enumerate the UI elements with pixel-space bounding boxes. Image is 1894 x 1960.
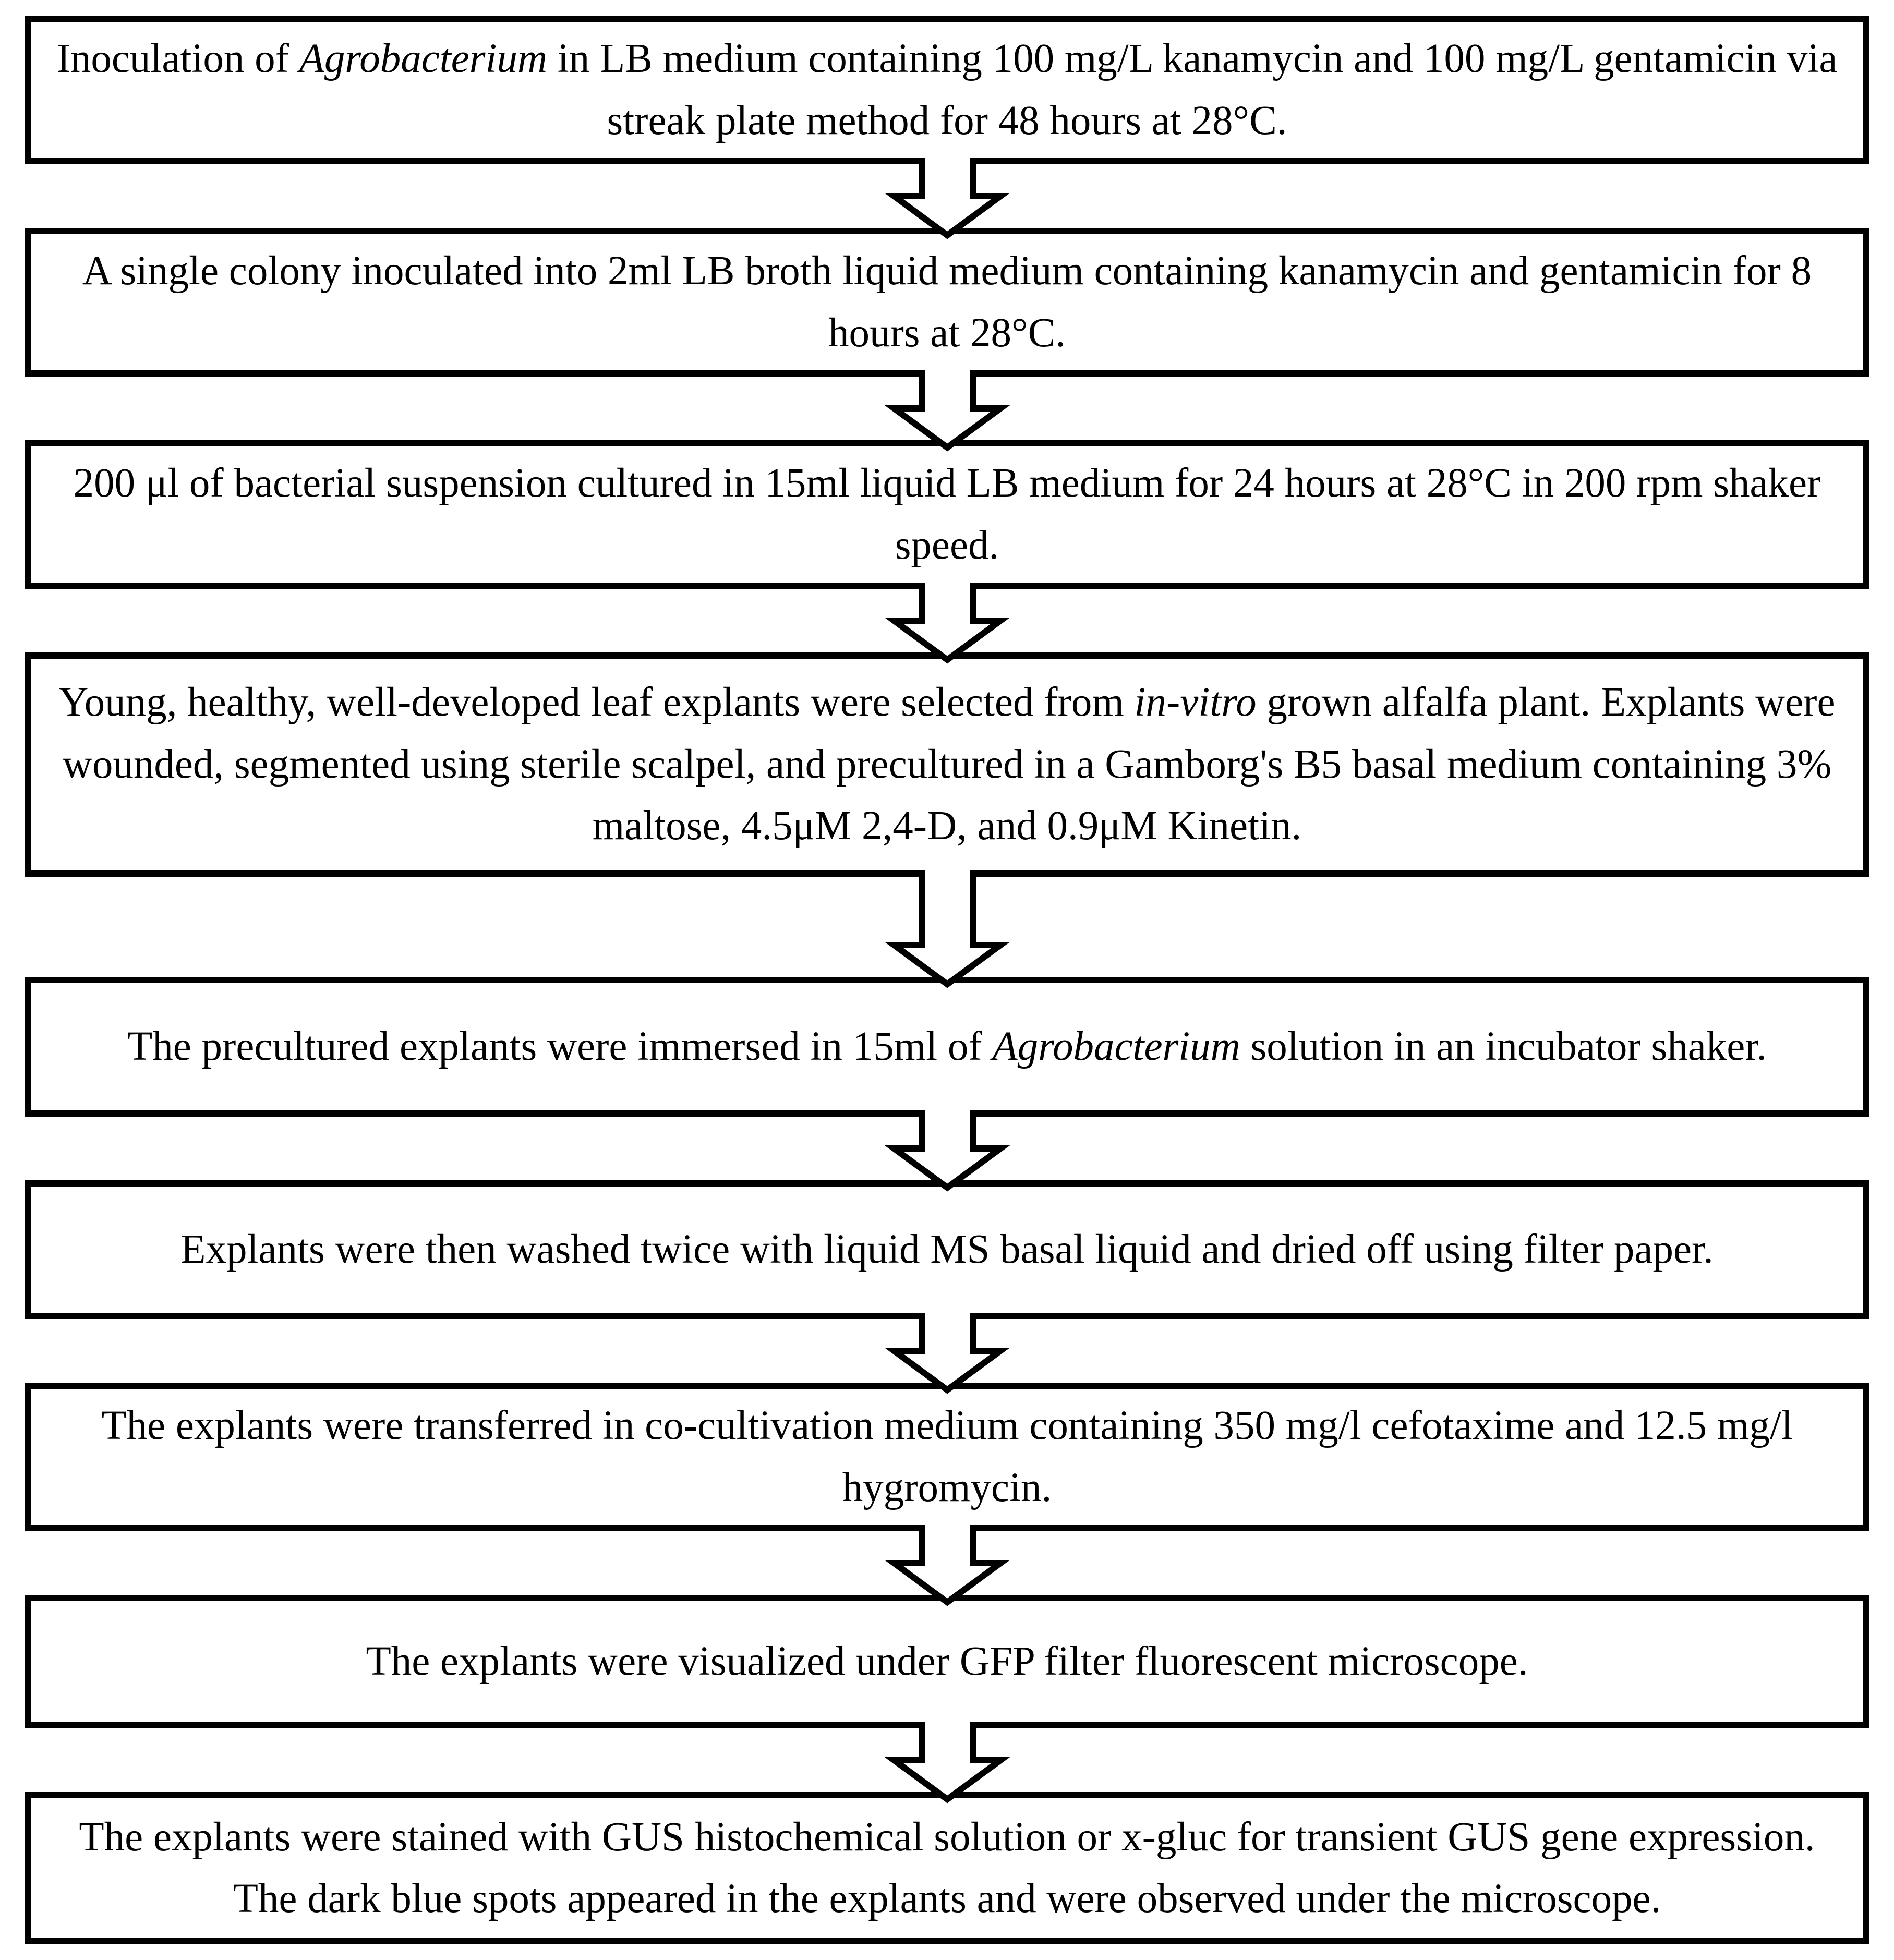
flow-step-1-text: Inoculation of Agrobacterium in LB mediu… xyxy=(56,36,1838,143)
flow-step-9: The explants were stained with GUS histo… xyxy=(25,1792,1869,1944)
flow-step-4-text: Young, healthy, well-developed leaf expl… xyxy=(58,680,1836,849)
flow-step-3: 200 μl of bacterial suspension cultured … xyxy=(25,440,1869,589)
flow-step-2: A single colony inoculated into 2ml LB b… xyxy=(25,228,1869,377)
flow-step-8-text: The explants were visualized under GFP f… xyxy=(366,1638,1528,1684)
flow-step-2-text: A single colony inoculated into 2ml LB b… xyxy=(82,248,1812,356)
down-arrow-icon xyxy=(884,583,1010,664)
flow-step-5-text: The precultured explants were immersed i… xyxy=(127,1023,1767,1069)
down-arrow-icon xyxy=(884,370,1010,452)
down-arrow-icon xyxy=(884,158,1010,239)
flow-step-7-text: The explants were transferred in co-cult… xyxy=(101,1403,1793,1510)
flow-step-9-text: The explants were stained with GUS histo… xyxy=(79,1814,1815,1922)
down-arrow-icon xyxy=(884,1525,1010,1606)
flow-step-8: The explants were visualized under GFP f… xyxy=(25,1595,1869,1728)
down-arrow-icon xyxy=(884,1722,1010,1804)
down-arrow-icon xyxy=(884,870,1010,988)
down-arrow-icon xyxy=(884,1313,1010,1394)
flow-step-6: Explants were then washed twice with liq… xyxy=(25,1180,1869,1319)
flow-step-7: The explants were transferred in co-cult… xyxy=(25,1383,1869,1531)
flow-step-1: Inoculation of Agrobacterium in LB mediu… xyxy=(25,16,1869,164)
flow-step-6-text: Explants were then washed twice with liq… xyxy=(180,1226,1714,1272)
flow-step-4: Young, healthy, well-developed leaf expl… xyxy=(25,652,1869,877)
flow-step-3-text: 200 μl of bacterial suspension cultured … xyxy=(73,461,1821,568)
down-arrow-icon xyxy=(884,1110,1010,1192)
flow-step-5: The precultured explants were immersed i… xyxy=(25,977,1869,1117)
